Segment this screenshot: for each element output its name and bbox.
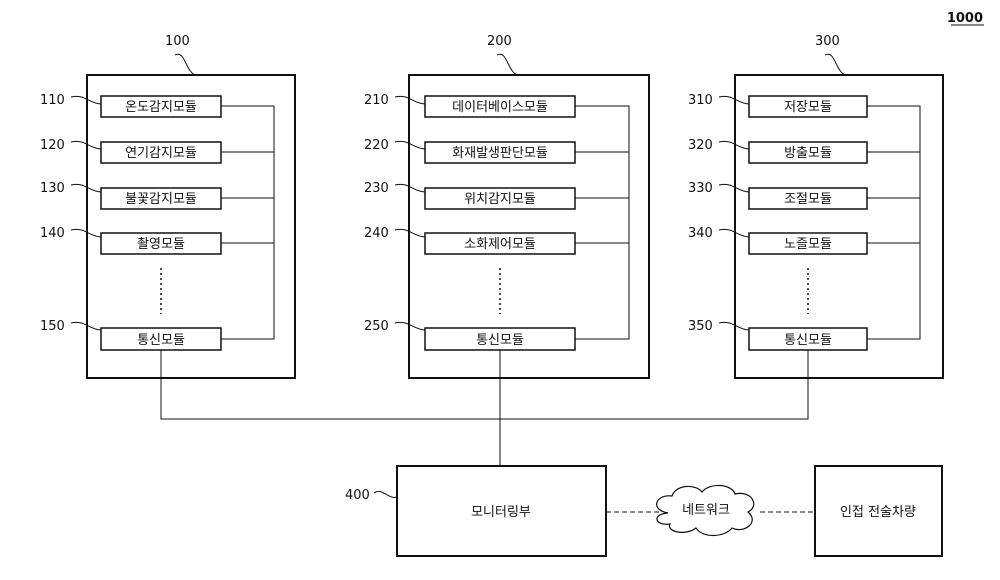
module-220: 220 화재발생판단모듈 (364, 138, 575, 163)
module-340-ref: 340 (688, 226, 713, 241)
module-150-ref: 150 (40, 319, 65, 334)
network-cloud: 네트워크 (657, 485, 754, 535)
module-130-ref: 130 (40, 181, 65, 196)
module-240: 240 소화제어모듈 (364, 226, 575, 254)
module-120-ref: 120 (40, 138, 65, 153)
module-310: 310 저장모듈 (688, 93, 867, 117)
system-100-bus (221, 106, 274, 339)
monitor-leader (374, 491, 397, 497)
vehicle-label: 인접 전술차량 (840, 505, 916, 520)
module-330-ref: 330 (688, 181, 713, 196)
module-110: 110 온도감지모듈 (40, 93, 221, 117)
module-130: 130 불꽃감지모듈 (40, 181, 221, 209)
module-320-ref: 320 (688, 138, 713, 153)
system-200-bus (575, 106, 629, 339)
module-250-ref: 250 (364, 319, 389, 334)
module-150: 150 통신모듈 (40, 319, 221, 350)
system-200: 200 210 데이터베이스모듈 220 화재발생판단모듈 230 위치감지모듈… (364, 34, 649, 378)
module-250: 250 통신모듈 (364, 319, 575, 350)
module-110-label: 온도감지모듈 (125, 100, 197, 115)
module-310-label: 저장모듈 (784, 100, 832, 115)
module-150-label: 통신모듈 (137, 333, 185, 348)
system-300-bus (867, 106, 920, 339)
module-250-label: 통신모듈 (476, 333, 524, 348)
module-340: 340 노즐모듈 (688, 226, 867, 254)
module-210: 210 데이터베이스모듈 (364, 93, 575, 117)
module-240-ref: 240 (364, 226, 389, 241)
comm-bus (161, 350, 808, 466)
module-210-label: 데이터베이스모듈 (452, 100, 548, 115)
module-230: 230 위치감지모듈 (364, 181, 575, 209)
network-label: 네트워크 (682, 503, 730, 518)
module-140-label: 촬영모듈 (137, 237, 185, 252)
module-220-label: 화재발생판단모듈 (452, 146, 548, 161)
module-350-ref: 350 (688, 319, 713, 334)
monitor-unit: 모니터링부 400 (345, 466, 606, 556)
module-230-ref: 230 (364, 181, 389, 196)
system-300-leader (825, 54, 845, 75)
module-330-label: 조절모듈 (784, 192, 832, 207)
system-100-ref: 100 (165, 34, 190, 49)
system-200-leader (497, 54, 517, 75)
module-140: 140 촬영모듈 (40, 226, 221, 254)
module-350: 350 통신모듈 (688, 319, 867, 350)
monitor-label: 모니터링부 (471, 505, 531, 520)
system-200-ref: 200 (487, 34, 512, 49)
system-300-ref: 300 (815, 34, 840, 49)
module-350-label: 통신모듈 (784, 333, 832, 348)
module-320-label: 방출모듈 (784, 146, 832, 161)
module-320: 320 방출모듈 (688, 138, 867, 163)
system-300: 300 310 저장모듈 320 방출모듈 330 조절모듈 340 노즐모듈 (688, 34, 943, 378)
system-100: 100 110 온도감지모듈 120 연기감지모듈 130 불꽃감지모듈 140… (40, 34, 295, 378)
module-220-ref: 220 (364, 138, 389, 153)
module-210-ref: 210 (364, 93, 389, 108)
system-100-leader (175, 54, 195, 75)
module-120-label: 연기감지모듈 (125, 146, 197, 161)
module-330: 330 조절모듈 (688, 181, 867, 209)
module-240-label: 소화제어모듈 (464, 237, 536, 252)
module-130-label: 불꽃감지모듈 (125, 192, 197, 207)
module-110-ref: 110 (40, 93, 65, 108)
module-310-ref: 310 (688, 93, 713, 108)
module-340-label: 노즐모듈 (784, 237, 832, 252)
figure-number: 1000 (947, 11, 983, 26)
vehicle-unit: 인접 전술차량 (815, 466, 942, 556)
monitor-ref: 400 (345, 488, 370, 503)
module-120: 120 연기감지모듈 (40, 138, 221, 163)
module-230-label: 위치감지모듈 (464, 192, 536, 207)
module-140-ref: 140 (40, 226, 65, 241)
